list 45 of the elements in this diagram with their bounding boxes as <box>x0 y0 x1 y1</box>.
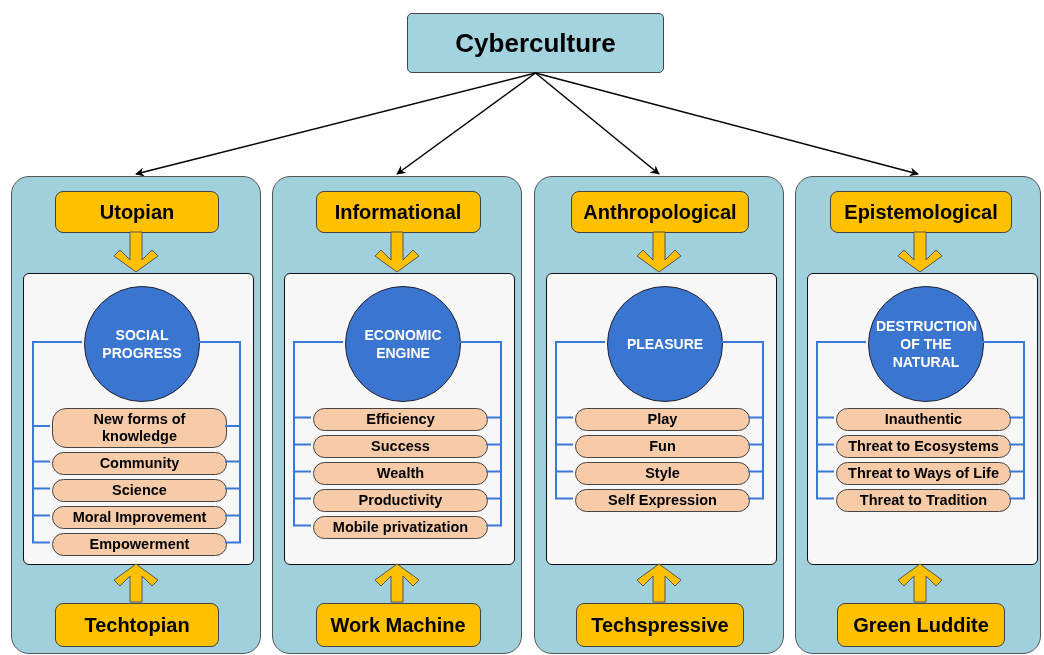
category-label: Informational <box>315 191 481 233</box>
attribute-pill: Threat to Ways of Life <box>836 462 1011 485</box>
content-panel <box>807 273 1038 565</box>
column-panel <box>11 176 261 654</box>
type-label: Techspressive <box>576 603 744 647</box>
attribute-pill: Inauthentic <box>836 408 1011 431</box>
type-label: Techtopian <box>55 603 219 647</box>
attribute-pill: Wealth <box>313 462 488 485</box>
attribute-pill: Play <box>575 408 750 431</box>
category-label: Anthropological <box>571 191 749 233</box>
content-panel <box>546 273 777 565</box>
content-panel <box>23 273 254 565</box>
attribute-pill: Threat to Ecosystems <box>836 435 1011 458</box>
attribute-pill: Community <box>52 452 227 475</box>
arrow <box>534 72 919 177</box>
attribute-pill: Productivity <box>313 489 488 512</box>
category-label: Utopian <box>55 191 219 233</box>
attribute-pill: Efficiency <box>313 408 488 431</box>
topic-text: PLEASURE <box>625 335 705 353</box>
arrow <box>135 72 537 177</box>
bracket-line <box>816 341 1025 500</box>
topic-text: DESTRUCTION OF THE NATURAL <box>876 317 976 371</box>
attribute-pill: Moral Improvement <box>52 506 227 529</box>
content-panel <box>284 273 515 565</box>
attribute-pill: Self Expression <box>575 489 750 512</box>
category-label: Epistemological <box>830 191 1012 233</box>
attribute-pill: Success <box>313 435 488 458</box>
attribute-pill: Mobile privatization <box>313 516 488 539</box>
attribute-pill: Threat to Tradition <box>836 489 1011 512</box>
column-panel <box>534 176 784 654</box>
bracket-line <box>555 341 764 500</box>
topic-text: ECONOMIC ENGINE <box>363 326 443 362</box>
arrow <box>534 72 660 175</box>
arrow <box>396 72 537 175</box>
column-panel <box>795 176 1041 654</box>
type-label: Green Luddite <box>837 603 1005 647</box>
attribute-pill: Science <box>52 479 227 502</box>
title-box: Cyberculture <box>407 13 664 73</box>
attribute-pill: New forms of knowledge <box>52 408 227 448</box>
attribute-pill: Fun <box>575 435 750 458</box>
topic-text: SOCIAL PROGRESS <box>101 326 183 362</box>
attribute-pill: Empowerment <box>52 533 227 556</box>
column-panel <box>272 176 522 654</box>
attribute-pill: Style <box>575 462 750 485</box>
type-label: Work Machine <box>315 603 481 647</box>
